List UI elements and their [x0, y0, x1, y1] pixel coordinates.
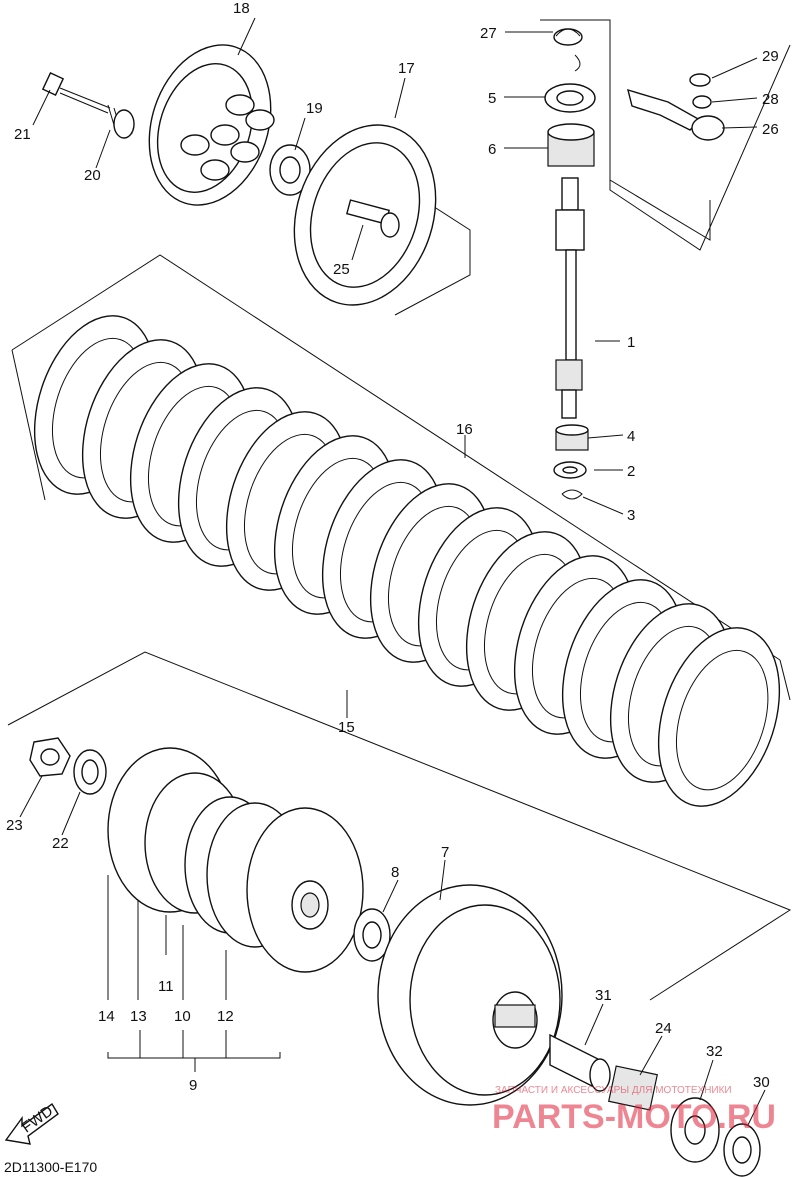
clutch-boss-assembly-9	[107, 747, 364, 973]
release-lever-26	[627, 73, 725, 141]
callout-16: 16	[456, 421, 473, 438]
callout-29: 29	[762, 48, 779, 65]
callout-14: 14	[98, 1008, 115, 1025]
callout-5: 5	[488, 90, 496, 107]
callout-15: 15	[338, 719, 355, 736]
callout-11: 11	[158, 978, 174, 995]
callout-28: 28	[762, 91, 779, 108]
watermark: ЗАПЧАСТИ И АКСЕССУАРЫ ДЛЯ МОТОТЕХНИКИ PA…	[492, 1085, 776, 1136]
callout-24: 24	[655, 1020, 672, 1037]
callout-3: 3	[627, 507, 635, 524]
callout-6: 6	[488, 141, 496, 158]
callout-12: 12	[217, 1008, 234, 1025]
callout-19: 19	[306, 100, 323, 117]
callout-4: 4	[627, 428, 635, 445]
callout-17: 17	[398, 60, 415, 77]
callout-labels: 1234567891011121314151617181920212223242…	[6, 0, 779, 1094]
clutch-housing-7	[377, 884, 563, 1106]
bolt-21-spring-20	[41, 71, 135, 139]
watermark-logo: PARTS-MOTO.RU	[492, 1098, 776, 1136]
callout-9: 9	[189, 1077, 197, 1094]
bearing-19	[269, 144, 311, 196]
callout-30: 30	[753, 1074, 770, 1091]
gear-32-washer-30	[670, 1097, 761, 1177]
watermark-tagline: ЗАПЧАСТИ И АКСЕССУАРЫ ДЛЯ МОТОТЕХНИКИ	[495, 1085, 732, 1096]
thrust-washer-8	[353, 908, 391, 962]
callout-18: 18	[233, 0, 250, 17]
callout-22: 22	[52, 835, 69, 852]
callout-13: 13	[130, 1008, 147, 1025]
callout-8: 8	[391, 864, 399, 881]
clutch-plate-stack	[33, 315, 781, 807]
callout-27: 27	[480, 25, 497, 42]
callout-32: 32	[706, 1043, 723, 1060]
callout-25: 25	[333, 261, 350, 278]
plate-inner-edge	[675, 649, 769, 791]
callout-7: 7	[441, 844, 449, 861]
callout-20: 20	[84, 167, 101, 184]
callout-23: 23	[6, 817, 23, 834]
callout-31: 31	[595, 987, 612, 1004]
pressure-plate-18	[148, 44, 275, 206]
forward-arrow: FWD	[4, 1102, 59, 1145]
callout-26: 26	[762, 121, 779, 138]
callout-21: 21	[14, 126, 31, 143]
sleeve-31-bearing-24	[549, 1033, 658, 1111]
callout-1: 1	[627, 334, 635, 351]
small-parts-4-2-3	[553, 424, 589, 500]
leader-lines	[19, 17, 766, 1126]
nut-23-washer-22	[29, 737, 107, 795]
push-rod-shaft-1	[544, 28, 596, 419]
callout-10: 10	[174, 1008, 191, 1025]
diagram-code: 2D11300-E170	[4, 1159, 97, 1175]
push-piece-25	[346, 199, 400, 238]
callout-2: 2	[627, 463, 635, 480]
